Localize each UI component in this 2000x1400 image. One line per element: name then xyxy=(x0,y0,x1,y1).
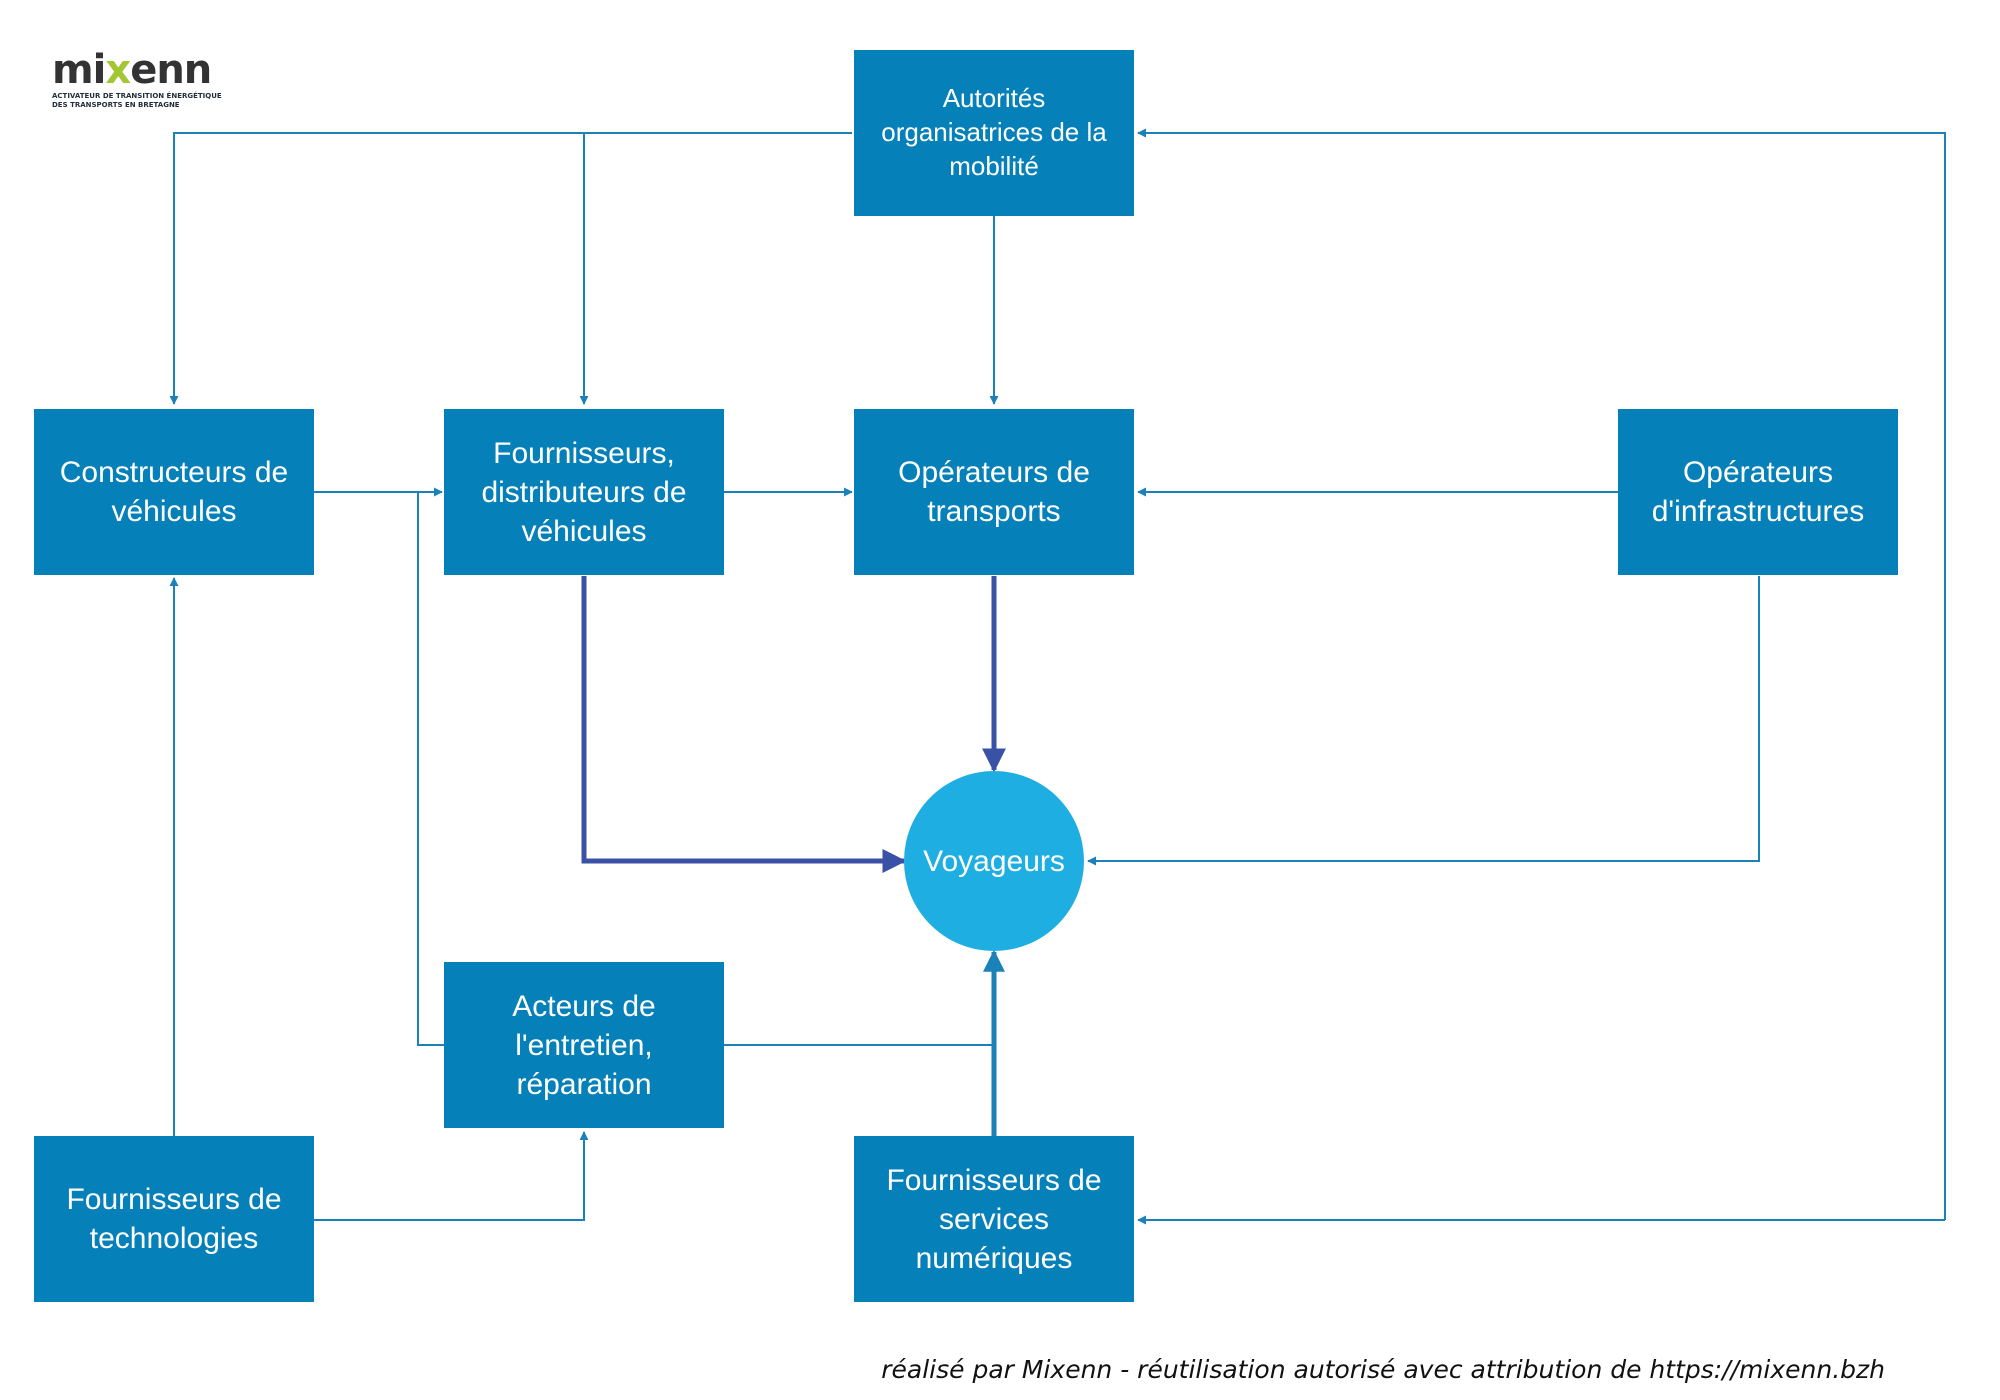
node-autorites-label: Autorités organisatrices de la mobilité xyxy=(881,83,1107,181)
node-fournisseurs-vehicules: Fournisseurs, distributeurs de véhicules xyxy=(444,409,724,575)
node-operateurs-transports: Opérateurs de transports xyxy=(854,409,1134,575)
mixenn-logo: mixenn ACTIVATEUR DE TRANSITION ÉNERGÉTI… xyxy=(52,48,232,123)
connector-autorites-to-constructeurs xyxy=(169,132,852,405)
node-voyageurs-label: Voyageurs xyxy=(923,844,1065,878)
node-fournisseurs-technologies: Fournisseurs de technologies xyxy=(34,1136,314,1302)
connector-technologies-to-entretien xyxy=(314,1131,589,1221)
logo-tagline-line2: DES TRANSPORTS EN BRETAGNE xyxy=(52,101,180,109)
footer-credit: réalisé par Mixenn - réutilisation autor… xyxy=(881,1355,1885,1384)
node-fournisseurs-numeriques-label: Fournisseurs de services numériques xyxy=(886,1163,1102,1275)
logo-wordmark-start: mi xyxy=(52,47,106,93)
node-autorites: Autorités organisatrices de la mobilité xyxy=(854,50,1134,216)
logo-tagline-line1: ACTIVATEUR DE TRANSITION ÉNERGÉTIQUE xyxy=(52,92,222,100)
node-fournisseurs-vehicules-label: Fournisseurs, distributeurs de véhicules xyxy=(481,436,687,548)
connector-infra-to-voyageurs xyxy=(1087,576,1760,866)
node-acteurs-entretien: Acteurs de l'entretien, réparation xyxy=(444,962,724,1128)
node-fournisseurs-numeriques: Fournisseurs de services numériques xyxy=(854,1136,1134,1302)
logo-wordmark-end: enn xyxy=(130,47,212,93)
node-acteurs-entretien-label: Acteurs de l'entretien, réparation xyxy=(512,989,656,1101)
connector-numeriques-to-autorites xyxy=(1137,128,1946,1220)
logo-wordmark: mixenn xyxy=(52,48,232,92)
node-constructeurs: Constructeurs de véhicules xyxy=(34,409,314,575)
connector-entretien-to-fournisseurs xyxy=(417,492,444,1046)
node-fournisseurs-technologies-label: Fournisseurs de technologies xyxy=(66,1183,282,1255)
node-constructeurs-label: Constructeurs de véhicules xyxy=(59,456,289,528)
node-operateurs-transports-label: Opérateurs de transports xyxy=(898,456,1090,528)
node-operateurs-infrastructures-label: Opérateurs d'infrastructures xyxy=(1651,456,1865,528)
flow-fournisseurs-to-voyageurs xyxy=(581,576,907,873)
node-operateurs-infrastructures: Opérateurs d'infrastructures xyxy=(1618,409,1898,575)
node-voyageurs: Voyageurs xyxy=(904,771,1084,951)
logo-wordmark-accent: x xyxy=(105,47,131,93)
